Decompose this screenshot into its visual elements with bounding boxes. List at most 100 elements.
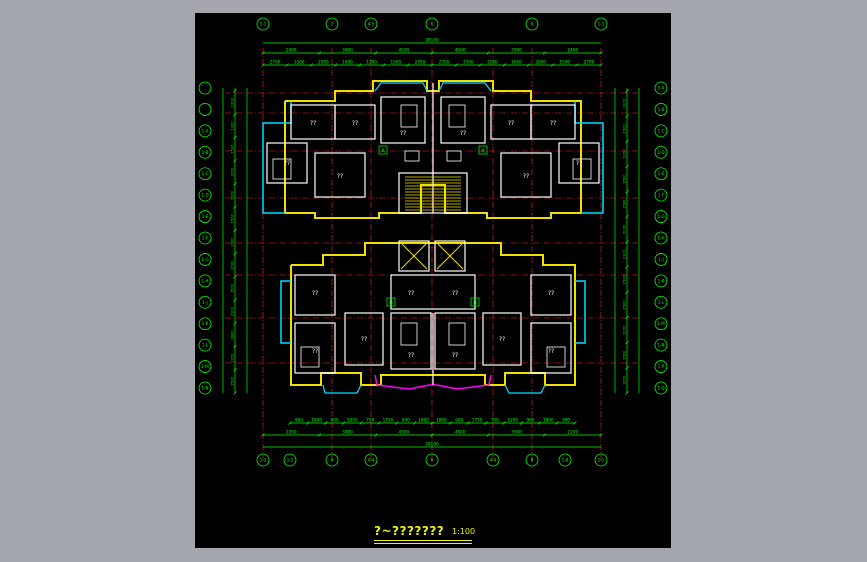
dim-tick — [377, 421, 381, 425]
dim-tick — [573, 421, 577, 425]
axis-bubble-right: 1-D — [657, 150, 664, 155]
dim-tick — [233, 391, 237, 395]
axis-bubble-circle — [198, 210, 212, 223]
room-label: ?? — [548, 348, 554, 355]
dim-left: 1200 — [231, 167, 235, 177]
dim-top-2: 2700 — [270, 60, 281, 65]
axis-bubble-left: 1-K — [202, 321, 209, 326]
unit-tag-box — [386, 297, 396, 307]
cyan-bay-lower-left — [322, 384, 362, 394]
room-outline — [266, 142, 308, 184]
axis-bubble-right: 1-N — [658, 343, 665, 348]
dim-top-2: 1200 — [366, 60, 377, 65]
dim-tick — [233, 205, 237, 209]
dim-tick — [486, 433, 491, 437]
sofa — [448, 322, 466, 346]
cyan-bay-lower-right — [504, 384, 546, 394]
axis-bubble-circle — [654, 360, 668, 373]
axis-bubble-left: 1-E — [202, 214, 209, 219]
axis-bubble-left: 1-J — [202, 300, 207, 305]
dim-tick — [317, 51, 322, 55]
axis-bubble-right: 1-C — [658, 128, 665, 133]
axis-bubble-right: 1-A — [658, 86, 665, 91]
dim-tick — [233, 344, 237, 349]
dim-tick — [625, 164, 629, 169]
furniture — [272, 104, 592, 368]
dim-bottom-2: 1750 — [472, 418, 483, 423]
axis-bubble-right: 1-M — [657, 321, 665, 326]
room-outline — [530, 104, 576, 140]
axis-bubble-circle — [198, 274, 212, 288]
axis-bubble-left: 1-H — [202, 278, 209, 283]
dim-tick — [486, 51, 491, 55]
unit-tag-box — [470, 297, 480, 307]
dim-tick — [233, 112, 237, 116]
dim-tick — [381, 63, 386, 67]
elevator-box — [434, 240, 466, 272]
dim-tick — [550, 63, 555, 67]
axis-bubble-circle — [654, 231, 668, 245]
axis-bubble-circle — [654, 188, 668, 202]
axis-bubble-bottom: 1-8 — [562, 458, 569, 463]
bed — [272, 158, 292, 180]
dim-bottom-1: 2200 — [286, 430, 297, 435]
room-outline — [440, 96, 486, 144]
dim-bottom-2: 1800 — [311, 418, 322, 423]
dim-tick — [359, 421, 363, 425]
dim-tick — [448, 421, 453, 425]
dim-tick — [412, 421, 417, 425]
room-label: ?? — [408, 352, 414, 359]
dim-right: 1200 — [623, 375, 627, 385]
room-label: ?? — [548, 290, 554, 297]
dim-tick — [625, 189, 629, 194]
room-labels: ???????????????????????????????????????? — [284, 120, 582, 359]
axis-bubble-circle — [256, 17, 270, 31]
room-label: ?? — [312, 290, 318, 297]
axis-bubble-circle — [198, 317, 212, 331]
dim-tick — [555, 421, 559, 425]
axis-bubble-circle — [198, 167, 212, 181]
room-label: ?? — [452, 352, 458, 359]
axis-bubble-right: 1-F — [658, 193, 665, 198]
axis-bubble-circle — [364, 453, 378, 467]
axis-bubble-circle — [654, 145, 668, 159]
room-outline — [482, 312, 522, 366]
axis-bubble-circle — [486, 453, 500, 467]
dim-tick — [261, 63, 265, 67]
room-label: ?? — [310, 120, 316, 127]
dim-tick — [233, 89, 237, 93]
axis-bubble-top: 1-1 — [260, 22, 267, 27]
dim-tick — [317, 433, 322, 437]
dim-bottom-2: 900 — [295, 418, 303, 423]
axis-bubble-circle — [198, 231, 212, 245]
dimension-ticks — [233, 51, 629, 437]
dim-tick — [526, 63, 531, 67]
axis-bubble-bottom: 6 — [431, 458, 434, 463]
room-outline — [344, 312, 384, 366]
dim-tick — [430, 433, 434, 437]
dim-left: 1500 — [231, 213, 235, 223]
dim-tick — [333, 63, 338, 67]
dim-tick — [233, 321, 237, 326]
dim-bottom-2: 900 — [455, 418, 463, 423]
axis-bubble-circle — [198, 188, 212, 202]
dim-left: 1200 — [231, 353, 235, 363]
dim-top-1: 4500 — [398, 48, 409, 53]
axis-bubble-circle — [654, 295, 668, 309]
dim-bottom-2: 1200 — [347, 418, 358, 423]
dim-tick — [288, 421, 292, 425]
dim-top-2: 1500 — [559, 60, 570, 65]
dim-bottom-1: 3900 — [511, 430, 522, 435]
dim-top-2: 1500 — [463, 60, 474, 65]
axis-bubble-top: 2 — [331, 22, 334, 27]
cyan-edge-lower-left — [280, 280, 291, 344]
room-label: ?? — [361, 336, 367, 343]
dim-left: 1500 — [231, 190, 235, 200]
dim-tick — [454, 63, 458, 67]
dim-bottom-1: 2200 — [567, 430, 578, 435]
axis-bubble-right: 1-K — [658, 278, 665, 283]
axis-bubble-circle — [654, 274, 668, 288]
room-label: ?? — [400, 130, 406, 137]
